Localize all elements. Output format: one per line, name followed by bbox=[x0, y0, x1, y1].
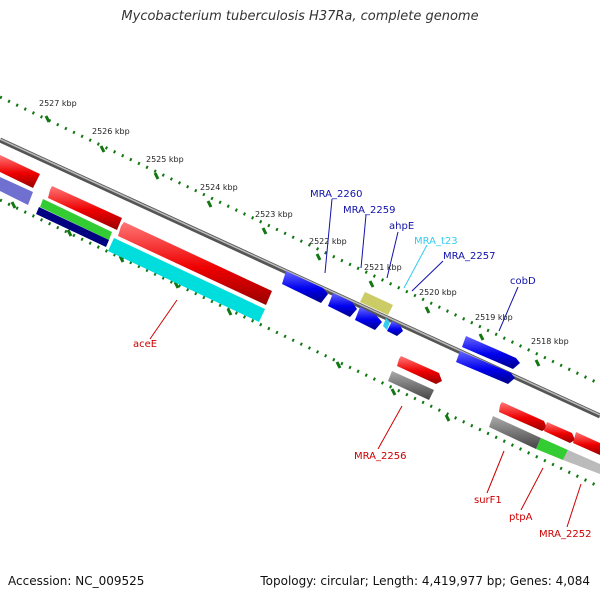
gene-mra2257[interactable] bbox=[387, 321, 403, 336]
tick-label: 2518 kbp bbox=[531, 337, 569, 346]
map-title: Mycobacterium tuberculosis H37Ra, comple… bbox=[121, 9, 479, 24]
outer-ruler-dots bbox=[0, 95, 600, 386]
tick-label: 2523 kbp bbox=[255, 210, 293, 219]
gene-ptpa[interactable] bbox=[544, 422, 575, 443]
inner-ruler-dots bbox=[0, 198, 600, 489]
label-cobd[interactable]: cobD bbox=[510, 276, 536, 287]
gene-cobd-upper[interactable] bbox=[462, 336, 520, 369]
gene-surf1[interactable] bbox=[499, 402, 547, 431]
label-mra2260[interactable]: MRA_2260 bbox=[310, 189, 362, 200]
label-mra2252[interactable]: MRA_2252 bbox=[539, 529, 591, 540]
accession-text: Accession: NC_009525 bbox=[8, 574, 145, 588]
label-ahpe[interactable]: ahpE bbox=[389, 221, 414, 232]
trna-leader bbox=[403, 244, 428, 289]
tick-label: 2524 kbp bbox=[200, 183, 238, 192]
gc-green-bar-2[interactable] bbox=[536, 438, 568, 460]
label-mra2259[interactable]: MRA_2259 bbox=[343, 205, 395, 216]
tick-label: 2519 kbp bbox=[475, 313, 513, 322]
label-surf1[interactable]: surF1 bbox=[474, 495, 502, 506]
gene-mra2252[interactable] bbox=[573, 432, 600, 455]
label-mrat23[interactable]: MRA_t23 bbox=[414, 236, 458, 247]
left-red-feature[interactable] bbox=[0, 155, 40, 188]
gc-grey-bar-1[interactable] bbox=[388, 371, 434, 400]
tick-label: 2521 kbp bbox=[364, 263, 402, 272]
gene-mra2259[interactable] bbox=[328, 293, 357, 317]
gc-plus-bar[interactable] bbox=[40, 199, 112, 240]
genome-summary: Topology: circular; Length: 4,419,977 bp… bbox=[260, 574, 590, 588]
gene-reverse-1[interactable] bbox=[48, 186, 122, 230]
label-mra2257[interactable]: MRA_2257 bbox=[443, 251, 495, 262]
gene-mra2260[interactable] bbox=[282, 271, 328, 303]
label-acee[interactable]: aceE bbox=[133, 339, 157, 350]
gc-grey-bar-2[interactable] bbox=[489, 416, 541, 449]
reverse-leaders bbox=[149, 299, 582, 528]
label-mra2256[interactable]: MRA_2256 bbox=[354, 451, 406, 462]
gene-rna[interactable] bbox=[360, 292, 393, 315]
tick-label: 2527 kbp bbox=[39, 99, 77, 108]
forward-leaders bbox=[324, 198, 519, 332]
label-ptpa[interactable]: ptpA bbox=[509, 512, 533, 523]
gene-mrat23[interactable] bbox=[383, 318, 390, 330]
tick-label: 2520 kbp bbox=[419, 288, 457, 297]
gene-cobd-lower[interactable] bbox=[456, 351, 515, 384]
gc-light-bar-2[interactable] bbox=[563, 450, 600, 474]
tick-label: 2525 kbp bbox=[146, 155, 184, 164]
major-ticks bbox=[10, 115, 541, 422]
tick-label: 2526 kbp bbox=[92, 127, 130, 136]
left-misc-feature[interactable] bbox=[0, 177, 33, 205]
gene-acee[interactable] bbox=[118, 222, 272, 305]
gc-minus-bar[interactable] bbox=[36, 207, 109, 247]
skew-bar[interactable] bbox=[108, 238, 265, 322]
gene-mra2256[interactable] bbox=[397, 356, 442, 384]
gene-ahpe-small[interactable] bbox=[355, 307, 382, 330]
